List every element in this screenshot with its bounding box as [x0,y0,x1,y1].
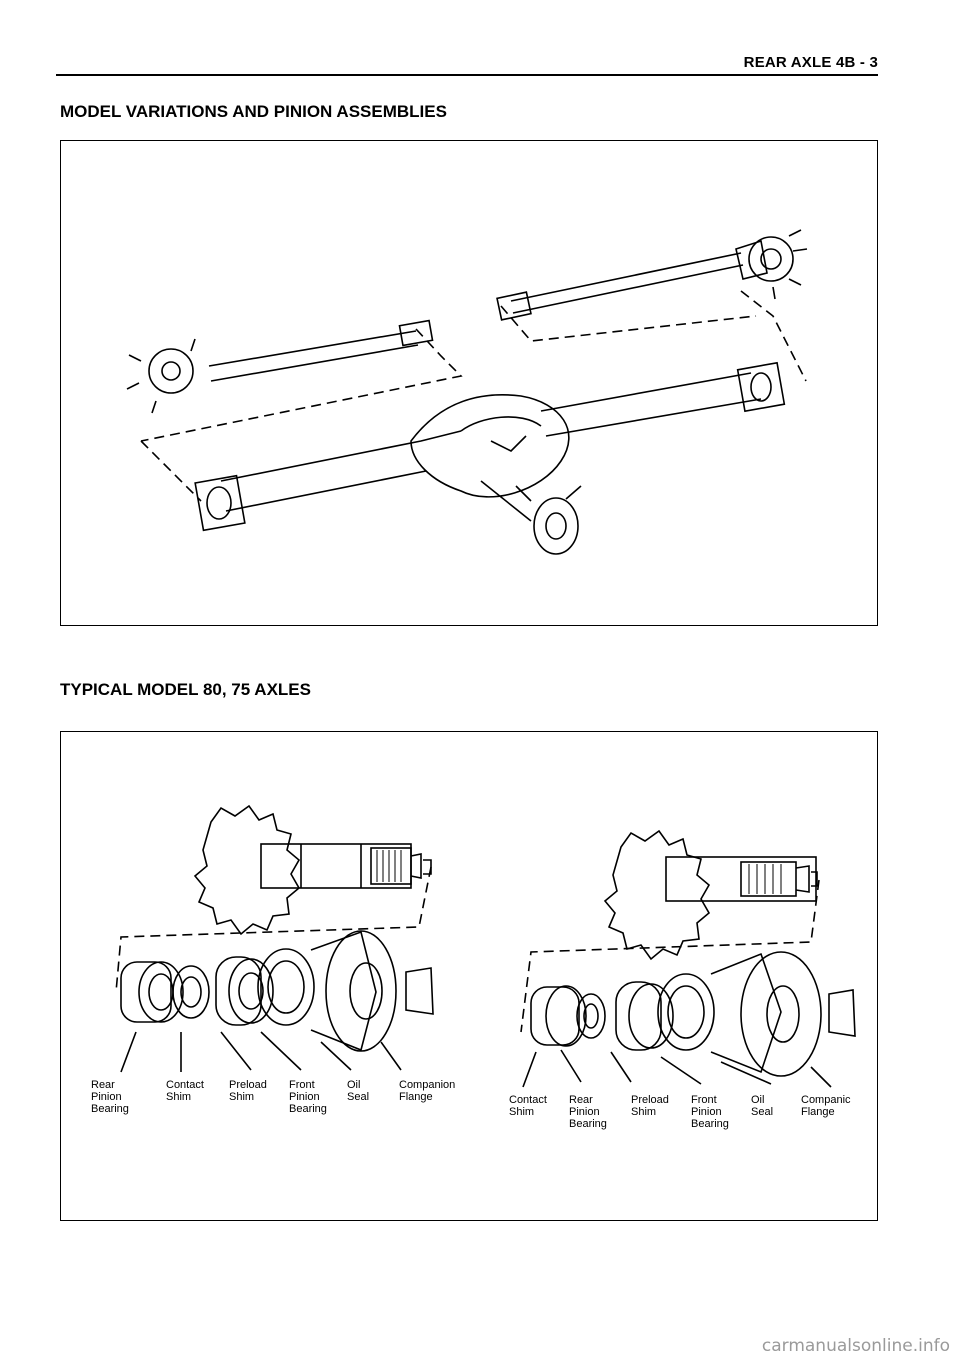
left-label-front-pinion-bearing: Front Pinion Bearing [289,1079,327,1115]
left-label-preload-shim: Preload Shim [229,1079,267,1103]
right-label-front-pinion-bearing: Front Pinion Bearing [691,1094,729,1130]
right-label-oil-seal: Oil Seal [751,1094,774,1118]
typical-title: TYPICAL MODEL 80, 75 AXLES [60,680,311,699]
left-label-contact-shim: Contact Shim [166,1079,204,1103]
right-label-companion-flange: Companic Flange [801,1094,851,1118]
pinion-assembly-figure: Rear Pinion Bearing Contact Shim Preload… [60,731,878,1221]
variations-title: MODEL VARIATIONS AND PINION ASSEMBLIES [60,102,447,121]
right-label-rear-pinion-bearing: Rear Pinion Bearing [569,1094,607,1130]
right-label-preload-shim: Preload Shim [631,1094,669,1118]
axle-assembly-figure [60,140,878,626]
pinion-assembly-drawing [115,804,856,1088]
left-label-companion-flange: Companion Flange [399,1079,456,1103]
watermark: carmanualsonline.info [761,1336,950,1356]
left-label-rear-pinion-bearing: Rear Pinion Bearing [91,1079,129,1115]
page-header: REAR AXLE 4B - 3 [56,54,878,76]
left-label-oil-seal: Oil Seal [347,1079,370,1103]
right-label-contact-shim: Contact Shim [509,1094,547,1118]
section-header: REAR AXLE 4B - 3 [743,54,878,71]
axle-assembly-drawing [126,229,808,555]
